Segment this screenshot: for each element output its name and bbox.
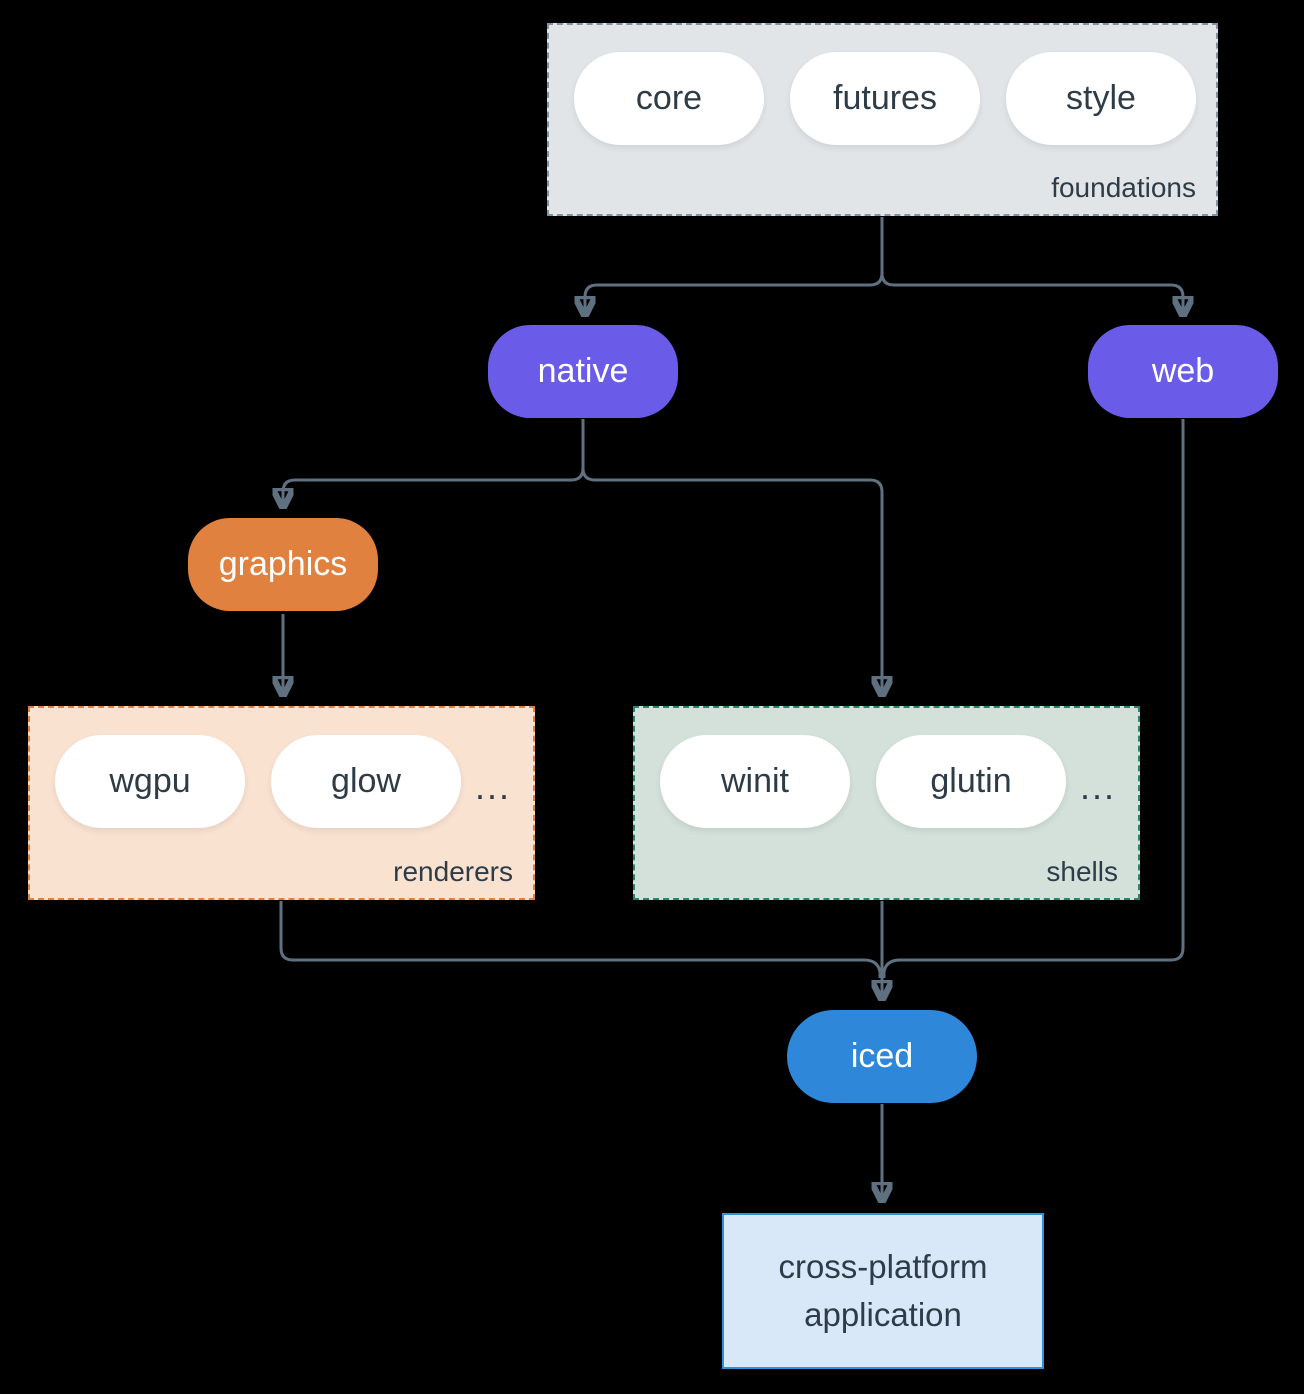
node-winit: winit [660, 735, 850, 828]
edge-renderers-junction [279, 901, 882, 978]
node-glutin: glutin [876, 735, 1066, 828]
node-iced: iced [787, 1010, 977, 1103]
shells-ellipsis: ... [1079, 766, 1116, 807]
node-wgpu: wgpu [55, 735, 245, 828]
node-graphics: graphics [188, 518, 378, 611]
application-label-line1: cross-platform [778, 1248, 988, 1286]
edge-native-graphics [283, 419, 585, 506]
group-renderers: wgpu glow ... renderers [28, 706, 535, 900]
node-web: web [1088, 325, 1278, 418]
group-foundations: core futures style foundations [547, 23, 1218, 216]
edge-foundations-web [880, 217, 1183, 314]
node-core: core [574, 52, 764, 145]
edge-native-shells [581, 419, 882, 694]
node-cross-platform-application: cross-platform application [722, 1213, 1044, 1369]
group-foundations-label: foundations [1051, 172, 1196, 203]
edge-web-junction [882, 419, 1185, 978]
node-native: native [488, 325, 678, 418]
node-futures: futures [790, 52, 980, 145]
group-renderers-label: renderers [393, 856, 513, 887]
application-label-line2: application [804, 1296, 962, 1333]
group-shells-label: shells [1046, 856, 1118, 887]
edge-foundations-native [585, 217, 884, 314]
renderers-ellipsis: ... [474, 766, 511, 807]
node-glow: glow [271, 735, 461, 828]
group-shells: winit glutin ... shells [633, 706, 1140, 900]
node-style: style [1006, 52, 1196, 145]
